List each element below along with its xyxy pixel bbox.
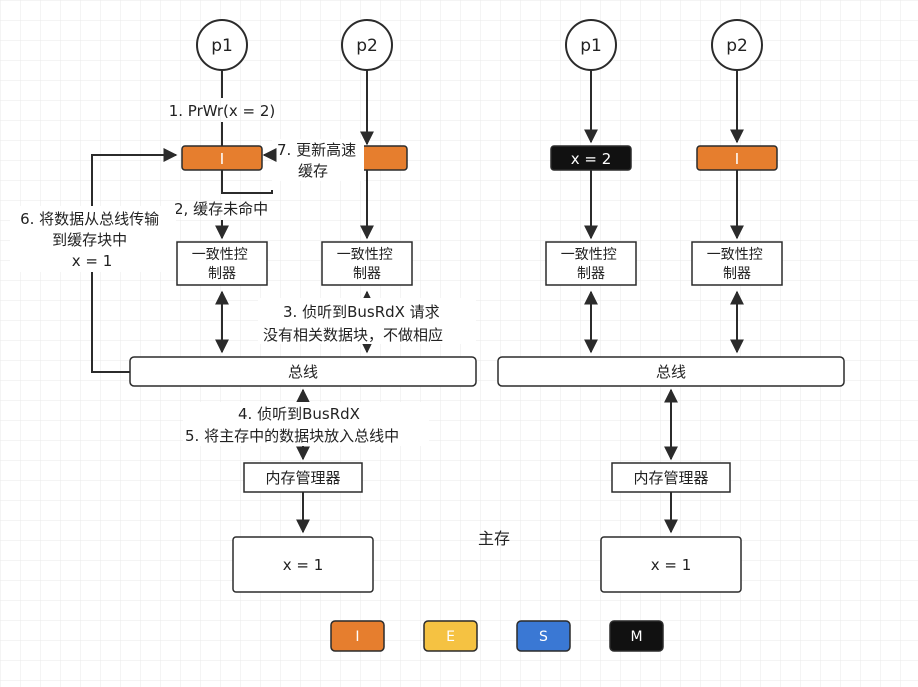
right-bus-label: 总线 [656,363,686,381]
right-memory-manager-label: 内存管理器 [633,469,708,487]
right-controller-p2[interactable]: 一致性控 制器 [691,241,783,286]
left-memory-value: x = 1 [283,556,324,574]
legend-swatch [609,620,664,652]
right-controller-p1[interactable]: 一致性控 制器 [545,241,637,286]
left-step4-5-label: 4. 侦听到BusRdX 5. 将主存中的数据块放入总线中 [185,405,399,445]
right-p2-label: p2 [726,36,748,56]
legend-item-i: I [330,620,385,652]
left-step3-label: 3. 侦听到BusRdX 请求 没有相关数据块，不做相应 [263,303,444,344]
left-processor-p1[interactable]: p1 [196,19,248,71]
left-p1-label: p1 [211,36,233,56]
main-memory-label: 主存 [478,529,510,548]
right-bus[interactable]: 总线 [497,356,845,387]
left-step6-label: 6. 将数据从总线传输 到缓存块中 x = 1 [20,210,164,270]
right-processor-p1[interactable]: p1 [565,19,617,71]
left-processor-p2[interactable]: p2 [341,19,393,71]
right-diagram: p1 p2 x = 2 I 一致性控 制器 一致性控 [497,19,845,593]
right-cache-p1[interactable]: x = 2 [550,145,632,171]
left-cache-p1[interactable]: I [181,145,263,171]
legend-swatch [330,620,385,652]
left-memory-manager-label: 内存管理器 [265,469,340,487]
legend-label: M [630,629,642,645]
right-memory-manager[interactable]: 内存管理器 [611,462,731,493]
legend-label: E [446,629,455,645]
legend-item-m: M [609,620,664,652]
left-step7-label: 7. 更新高速 缓存 [277,141,361,180]
legend-swatch [516,620,571,652]
right-p1-label: p1 [580,36,602,56]
right-cache-p1-value: x = 2 [571,150,612,168]
right-processor-p2[interactable]: p2 [711,19,763,71]
left-controller-p1-label: 一致性控 制器 [192,247,252,282]
right-memory-value: x = 1 [651,556,692,574]
left-controller-p2[interactable]: 一致性控 制器 [321,241,413,286]
left-bus[interactable]: 总线 [129,356,477,387]
left-step2-connector [221,170,273,194]
left-memory-manager[interactable]: 内存管理器 [243,462,363,493]
left-cache-p1-state: I [220,150,224,168]
left-main-memory[interactable]: x = 1 [232,536,374,593]
legend-label: I [355,629,359,645]
right-main-memory[interactable]: x = 1 [600,536,742,593]
left-controller-p1[interactable]: 一致性控 制器 [176,241,268,286]
left-step2-label: 2, 缓存未命中 [174,200,268,218]
right-controller-p1-label: 一致性控 制器 [561,247,621,282]
left-p2-label: p2 [356,36,378,56]
right-cache-p2[interactable]: I [696,145,778,171]
right-cache-p2-state: I [735,150,739,168]
legend-item-s: S [516,620,571,652]
right-controller-p2-label: 一致性控 制器 [707,247,767,282]
legend-swatch [423,620,478,652]
left-bus-label: 总线 [288,363,318,381]
left-step1-label: 1. PrWr(x = 2) [169,102,276,120]
left-diagram: p1 p2 1. PrWr(x = 2) I 7. 更新高速 缓存 [10,19,477,593]
left-controller-p2-label: 一致性控 制器 [337,247,397,282]
legend-item-e: E [423,620,478,652]
legend-label: S [539,629,548,645]
